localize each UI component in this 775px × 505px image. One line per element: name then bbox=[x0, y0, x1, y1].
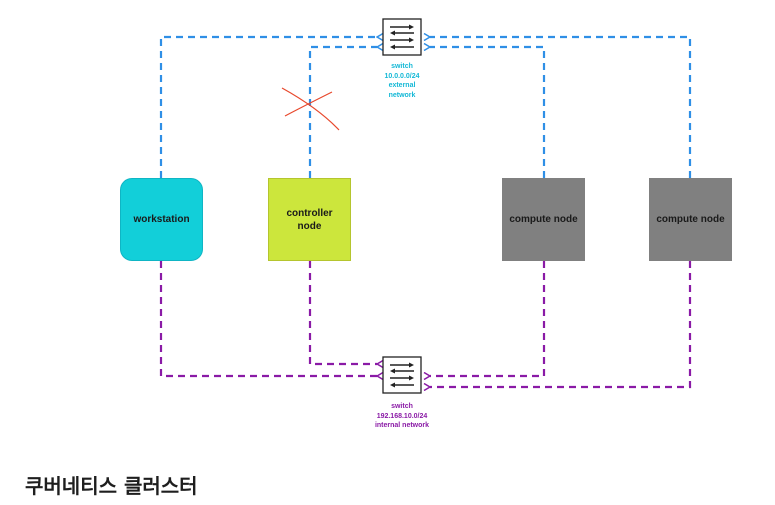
disconnected-cross-icon bbox=[281, 87, 340, 131]
link-compute1-external bbox=[430, 47, 546, 178]
external-switch-line: network bbox=[388, 91, 416, 99]
internal-switch-label: switch 192.168.10.0/24 internal network bbox=[347, 402, 457, 431]
controller-node[interactable]: controller node bbox=[268, 178, 351, 261]
compute-node-1-label: compute node bbox=[509, 214, 578, 225]
workstation-label: workstation bbox=[133, 214, 190, 225]
link-compute2-external bbox=[430, 37, 692, 178]
link-workstation-external bbox=[159, 37, 377, 178]
link-compute1-internal bbox=[430, 261, 546, 376]
external-switch-icon[interactable] bbox=[382, 18, 422, 56]
internal-network-links bbox=[159, 261, 692, 387]
link-compute2-internal bbox=[430, 261, 692, 387]
link-controller-internal bbox=[308, 261, 377, 364]
controller-label: controller node bbox=[286, 207, 333, 232]
workstation-node[interactable]: workstation bbox=[120, 178, 203, 261]
compute-node-2[interactable]: compute node bbox=[649, 178, 732, 261]
internal-switch-line: 192.168.10.0/24 bbox=[376, 412, 428, 420]
external-switch-line: external bbox=[388, 82, 416, 89]
page-caption: 쿠버네티스 클러스터 bbox=[25, 474, 198, 498]
network-diagram: workstation controller node compute node… bbox=[120, 18, 732, 431]
link-workstation-internal bbox=[159, 261, 377, 376]
external-switch-line: switch bbox=[391, 63, 413, 70]
external-network-links bbox=[159, 37, 692, 178]
internal-switch-line: switch bbox=[391, 403, 413, 410]
external-switch-line: 10.0.0.0/24 bbox=[384, 72, 420, 80]
internal-switch-icon[interactable] bbox=[382, 356, 422, 394]
compute-node-1[interactable]: compute node bbox=[502, 178, 585, 261]
external-switch-label: switch 10.0.0.0/24 external network bbox=[347, 62, 457, 100]
compute-node-2-label: compute node bbox=[656, 214, 725, 225]
diagram-canvas bbox=[159, 18, 692, 394]
internal-switch-line: internal network bbox=[374, 422, 430, 429]
